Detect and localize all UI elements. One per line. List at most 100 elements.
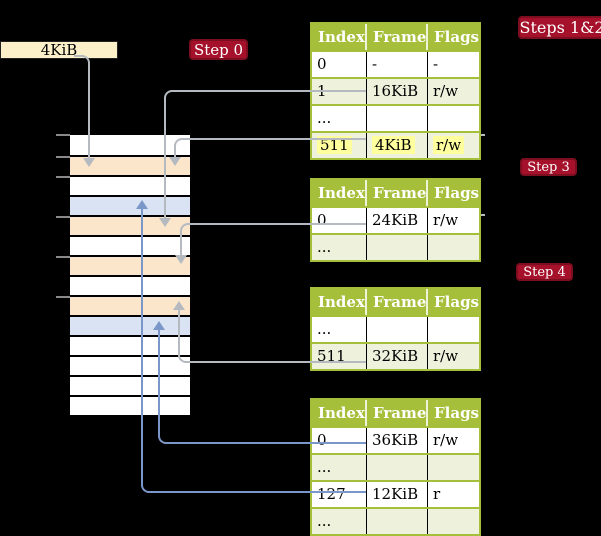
connector-stub xyxy=(481,214,485,216)
cell-text: 36KiB xyxy=(372,431,418,449)
cell-text: r/w xyxy=(433,347,458,365)
connector-stub xyxy=(481,134,485,136)
table-cell: ... xyxy=(312,455,367,480)
cell-text: ... xyxy=(317,238,331,256)
cell-text: 127 xyxy=(317,485,346,503)
table-cell: ... xyxy=(312,106,367,131)
cell-text: 12KiB xyxy=(372,485,418,503)
arrow-l4e1-head xyxy=(159,218,171,227)
cr3-frame-label: 4KiB xyxy=(41,41,78,59)
arrow-l3e0-head xyxy=(175,255,187,264)
table-cell xyxy=(428,509,479,534)
cell-text: - xyxy=(433,55,438,73)
table-row: 0 - - xyxy=(312,52,479,79)
memory-frame-7 xyxy=(70,277,190,295)
table-cell xyxy=(428,106,479,131)
steps1and2-text: Steps 1&2 xyxy=(520,18,601,37)
memory-frame-12 xyxy=(70,377,190,395)
arrow-l1e0-head xyxy=(153,321,165,330)
table-cell xyxy=(428,235,479,260)
step4-label: Step 4 xyxy=(516,263,573,281)
memory-tick xyxy=(56,134,70,136)
table-cell: 127 xyxy=(312,482,367,507)
column-header: Frame xyxy=(367,180,428,206)
cell-text: r/w xyxy=(433,431,458,449)
cell-text: 16KiB xyxy=(372,82,418,100)
table-cell: ... xyxy=(312,509,367,534)
memory-frame-13 xyxy=(70,397,190,415)
arrow-l1e0-hline xyxy=(165,442,366,444)
table-row: ... xyxy=(312,106,479,133)
memory-frame-6 xyxy=(70,257,190,275)
arrow-l4e1-vline xyxy=(164,97,166,218)
table-row: 511 4KiB r/w xyxy=(312,133,479,158)
column-header: Index xyxy=(312,400,367,426)
table-cell: 16KiB xyxy=(367,79,428,104)
arrow-cr3-head xyxy=(83,158,95,167)
steps1and2-label: Steps 1&2 xyxy=(518,16,601,39)
memory-frame-9 xyxy=(70,317,190,335)
table-cell: 36KiB xyxy=(367,428,428,453)
table-cell: r xyxy=(428,482,479,507)
column-header: Index xyxy=(312,289,367,315)
arrow-l1e0-vline xyxy=(158,330,160,437)
table-cell xyxy=(367,106,428,131)
memory-frame-11 xyxy=(70,357,190,375)
step0-text: Step 0 xyxy=(194,41,243,59)
table-cell: 32KiB xyxy=(367,344,428,369)
table-cell: r/w xyxy=(428,344,479,369)
cell-text: 4KiB xyxy=(372,136,415,154)
table-cell: - xyxy=(428,52,479,77)
arrow-l1e127-hline xyxy=(148,491,366,493)
table-cell xyxy=(428,317,479,342)
arrow-l2e511-vline xyxy=(178,310,180,356)
table-row: ... xyxy=(312,235,479,260)
table-row: 0 24KiB r/w xyxy=(312,208,479,235)
cell-text: r/w xyxy=(433,82,458,100)
table-cell: r/w xyxy=(428,133,479,158)
column-header: Frame xyxy=(367,400,428,426)
arrow-l3e0-hline xyxy=(187,223,366,225)
arrow-l1e127-vline xyxy=(141,209,143,486)
memory-tick xyxy=(56,296,70,298)
step0-label: Step 0 xyxy=(189,39,248,60)
arrow-l1e127-corner xyxy=(141,485,149,493)
memory-frame-4 xyxy=(70,217,190,235)
table-cell: r/w xyxy=(428,79,479,104)
memory-tick xyxy=(56,176,70,178)
table-row: ... xyxy=(312,509,479,534)
table-cell: 0 xyxy=(312,52,367,77)
physical-memory-column xyxy=(70,135,190,417)
cell-text: - xyxy=(372,55,377,73)
cell-text: r/w xyxy=(433,211,458,229)
cell-text: ... xyxy=(317,458,331,476)
table-cell: r/w xyxy=(428,208,479,233)
table-cell: 12KiB xyxy=(367,482,428,507)
cell-text: ... xyxy=(317,512,331,530)
table-row: 116KiBr/w xyxy=(312,79,479,106)
table-cell: 0 xyxy=(312,428,367,453)
table-row: 127 12KiB r xyxy=(312,482,479,509)
arrow-l4e511-vline xyxy=(174,145,176,157)
table-cell: 511 xyxy=(312,133,367,158)
table-cell: 0 xyxy=(312,208,367,233)
cell-text: 24KiB xyxy=(372,211,418,229)
memory-frame-5 xyxy=(70,237,190,255)
cell-text: r xyxy=(433,485,440,503)
cell-text: 0 xyxy=(317,211,327,229)
column-header: Flags xyxy=(428,180,479,206)
table-cell xyxy=(367,235,428,260)
table-cell: 4KiB xyxy=(367,133,428,158)
cell-text: 0 xyxy=(317,431,327,449)
cell-text: ... xyxy=(317,109,331,127)
cell-text: ... xyxy=(317,320,331,338)
cell-text: 0 xyxy=(317,55,327,73)
